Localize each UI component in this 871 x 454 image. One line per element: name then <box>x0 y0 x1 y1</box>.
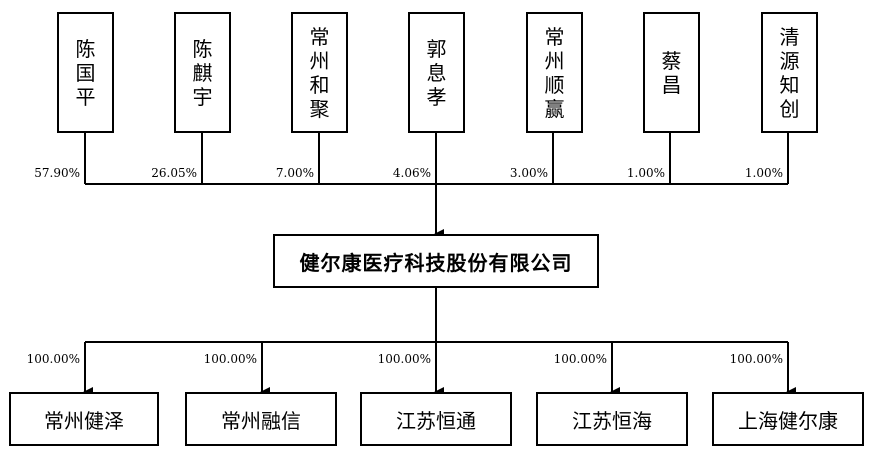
subsidiary-pct: 100.00% <box>203 352 257 366</box>
shareholder-box: 常州和聚 <box>291 12 348 133</box>
shareholder-box: 清源知创 <box>761 12 818 133</box>
shareholder-box: 陈国平 <box>57 12 114 133</box>
shareholder-name: 郭息孝 <box>426 36 447 109</box>
shareholder-pct: 3.00% <box>509 166 548 180</box>
subsidiary-name: 江苏恒通 <box>396 408 476 433</box>
subsidiary-name: 上海健尔康 <box>738 408 838 433</box>
subsidiary-box: 江苏恒海 <box>536 392 688 446</box>
subsidiary-box: 常州融信 <box>185 392 337 446</box>
shareholder-pct: 1.00% <box>626 166 665 180</box>
company-box: 健尔康医疗科技股份有限公司 <box>273 234 599 288</box>
subsidiary-pct: 100.00% <box>377 352 431 366</box>
shareholder-box: 常州顺赢 <box>526 12 583 133</box>
shareholder-name: 常州顺赢 <box>544 24 565 121</box>
company-name: 健尔康医疗科技股份有限公司 <box>299 250 573 275</box>
shareholder-pct: 1.00% <box>744 166 783 180</box>
shareholder-pct: 4.06% <box>392 166 431 180</box>
shareholder-pct: 26.05% <box>151 166 197 180</box>
subsidiary-box: 江苏恒通 <box>360 392 512 446</box>
shareholder-name: 清源知创 <box>779 24 800 121</box>
subsidiary-box: 常州健泽 <box>9 392 159 446</box>
subsidiary-name: 常州健泽 <box>44 408 124 433</box>
subsidiary-box: 上海健尔康 <box>712 392 864 446</box>
subsidiary-pct: 100.00% <box>26 352 80 366</box>
shareholder-pct: 57.90% <box>34 166 80 180</box>
shareholder-name: 蔡昌 <box>661 48 682 97</box>
shareholder-name: 常州和聚 <box>309 24 330 121</box>
subsidiary-pct: 100.00% <box>729 352 783 366</box>
subsidiary-name: 江苏恒海 <box>572 408 652 433</box>
shareholder-pct: 7.00% <box>275 166 314 180</box>
shareholder-box: 陈麒宇 <box>174 12 231 133</box>
shareholder-box: 蔡昌 <box>643 12 700 133</box>
shareholder-box: 郭息孝 <box>408 12 465 133</box>
subsidiary-pct: 100.00% <box>553 352 607 366</box>
shareholder-name: 陈麒宇 <box>192 36 213 109</box>
shareholder-name: 陈国平 <box>75 36 96 109</box>
subsidiary-name: 常州融信 <box>221 408 301 433</box>
